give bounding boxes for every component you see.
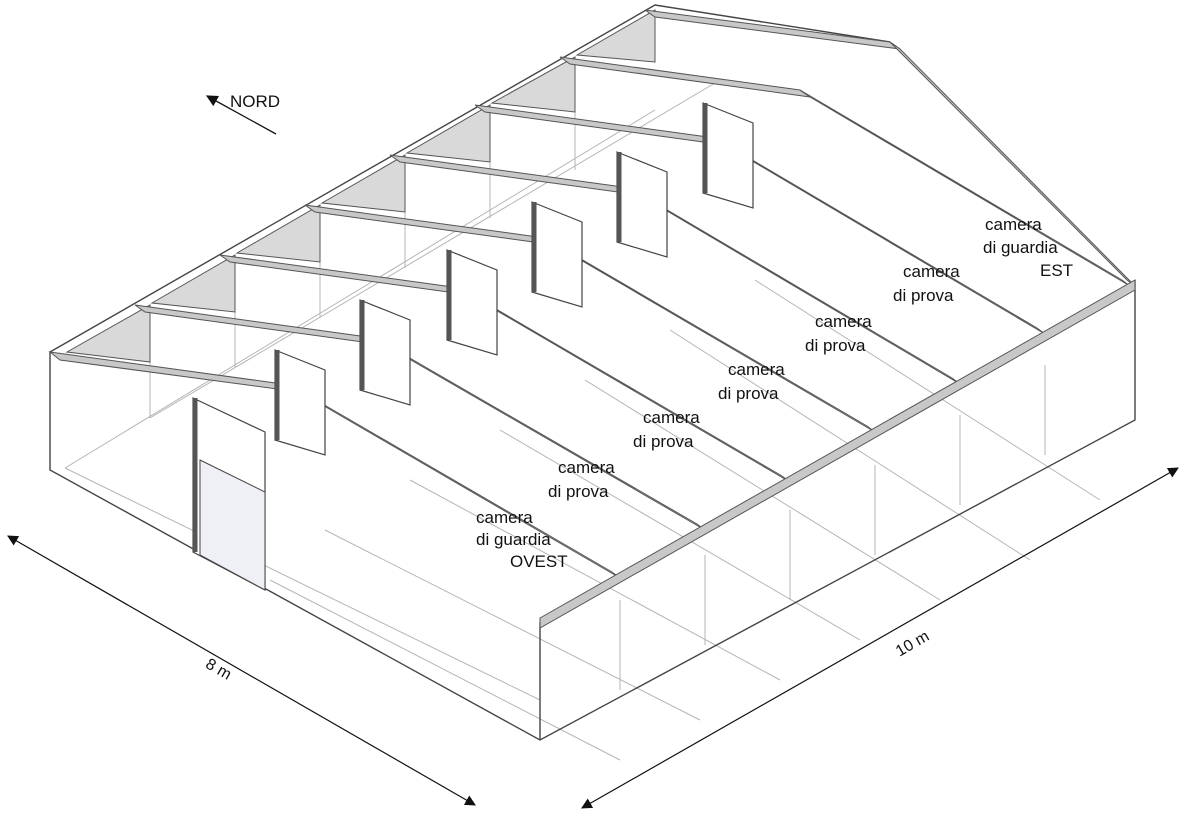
room-3-line2: di prova [718, 384, 779, 403]
room-1-line1: camera [558, 458, 615, 477]
room-2-line1: camera [643, 408, 700, 427]
gable-walls [65, 9, 656, 363]
room-0-line1: camera [476, 508, 533, 527]
room-5-line2: di guardia [983, 238, 1058, 257]
depth-dimension-line [7, 535, 476, 806]
room-5a-line1: camera [903, 262, 960, 281]
room-4-line2: di prova [805, 336, 866, 355]
length-dimension-line [581, 467, 1179, 809]
north-arrow [205, 95, 277, 135]
door [192, 397, 266, 591]
room-5-line3: EST [1040, 261, 1073, 280]
building-outline [49, 4, 1136, 741]
length-label: 10 m [893, 628, 932, 661]
room-5-line1: camera [985, 215, 1042, 234]
room-3-line1: camera [728, 360, 785, 379]
partition-panels [274, 102, 754, 456]
compass-label: NORD [230, 92, 280, 111]
interior-lines [64, 57, 1101, 761]
room-0-line3: OVEST [510, 552, 568, 571]
room-1-line2: di prova [548, 482, 609, 501]
room-2-line2: di prova [633, 432, 694, 451]
panel-edges [274, 103, 708, 440]
room-5a-line2: di prova [893, 286, 954, 305]
room-0-line2: di guardia [476, 530, 551, 549]
room-4-line1: camera [815, 312, 872, 331]
depth-label: 8 m [203, 656, 235, 684]
room-labels: camera di guardia OVEST camera di prova … [476, 215, 1073, 571]
